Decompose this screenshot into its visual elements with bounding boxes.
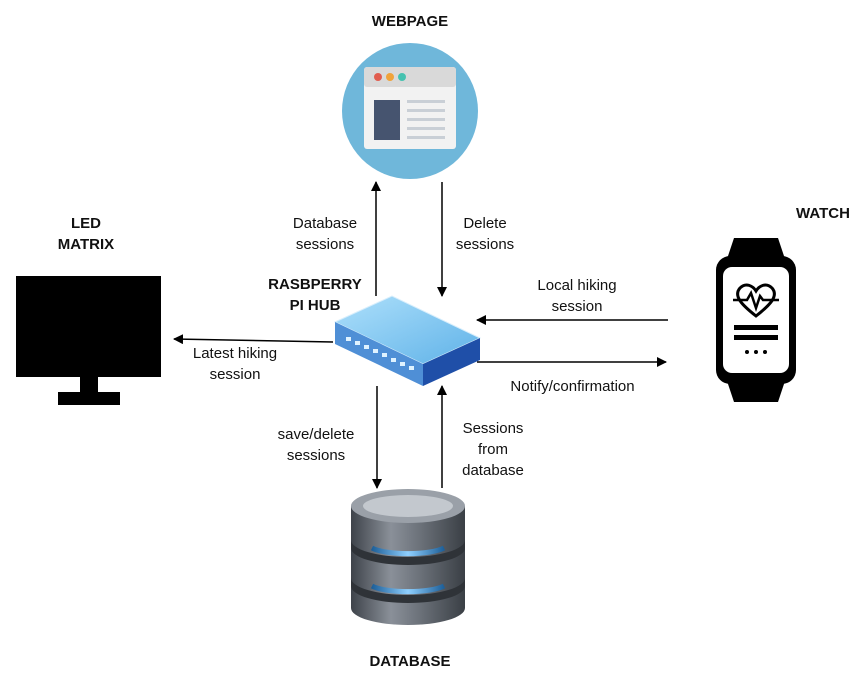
database-icon xyxy=(351,489,465,625)
arrow-hub-to-led xyxy=(173,334,334,345)
label-latest-hiking-1: Latest hiking xyxy=(192,345,278,362)
title-database: DATABASE xyxy=(369,653,451,670)
label-save-delete-2: sessions xyxy=(286,447,346,464)
label-database-sessions-1: Database xyxy=(292,215,358,232)
title-watch: WATCH xyxy=(796,205,850,222)
label-notify: Notify/confirmation xyxy=(510,378,635,395)
router-icon xyxy=(333,295,482,386)
label-latest-hiking-2: session xyxy=(209,366,261,383)
smartwatch-icon xyxy=(716,238,796,402)
title-led-matrix-line2: MATRIX xyxy=(57,236,115,253)
label-local-hiking-1: Local hiking xyxy=(537,277,617,294)
title-led-matrix-line1: LED xyxy=(71,215,101,232)
monitor-icon xyxy=(16,276,161,405)
label-delete-sessions-2: sessions xyxy=(455,236,515,253)
label-sessions-from-db-1: Sessions xyxy=(462,420,524,437)
label-local-hiking-2: session xyxy=(551,298,603,315)
label-sessions-from-db-3: database xyxy=(462,462,524,479)
webpage-icon xyxy=(342,43,478,179)
label-database-sessions-2: sessions xyxy=(295,236,355,253)
title-hub-line2: PI HUB xyxy=(289,297,341,314)
label-sessions-from-db-2: from xyxy=(478,441,508,458)
label-save-delete-1: save/delete xyxy=(277,426,355,443)
label-delete-sessions-1: Delete xyxy=(463,215,507,232)
connectors xyxy=(173,181,668,489)
title-webpage: WEBPAGE xyxy=(371,13,449,30)
title-hub-line1: RASBPERRY xyxy=(268,276,362,293)
